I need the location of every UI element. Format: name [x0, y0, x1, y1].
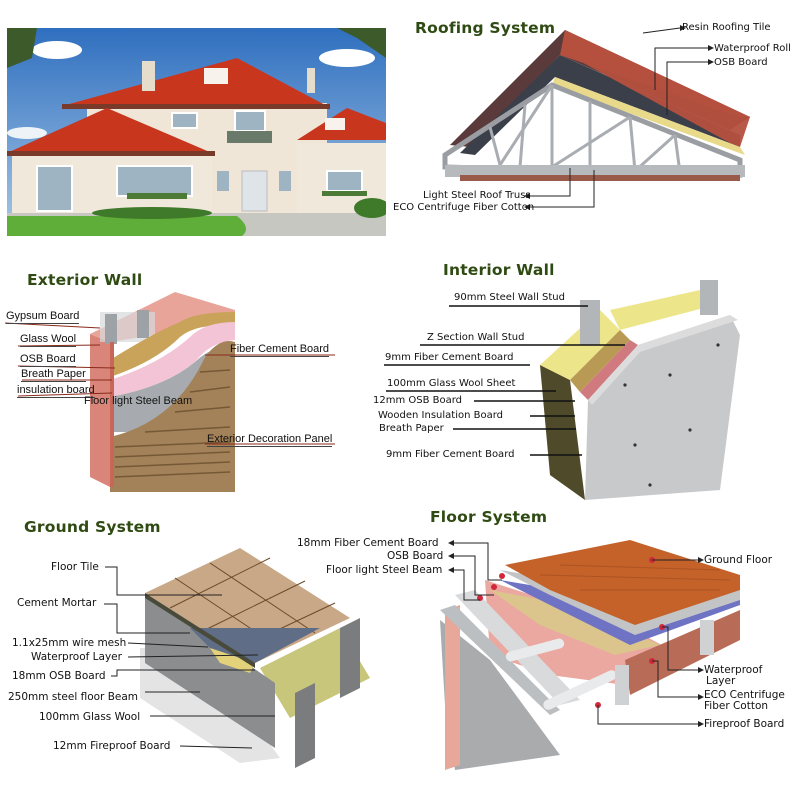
interior-label-9mm-fiber-cement-board-bottom: 9mm Fiber Cement Board: [386, 449, 515, 460]
floor-label-layer: Layer: [706, 675, 736, 687]
ground-label-18mm-osb-board: 18mm OSB Board: [12, 670, 106, 682]
roofing-label-osb-board: OSB Board: [714, 57, 768, 68]
interior-label-100mm-glass-wool-sheet: 100mm Glass Wool Sheet: [387, 378, 516, 389]
ground-label-cement-mortar: Cement Mortar: [17, 597, 97, 609]
exterior-wall-illustration: [90, 292, 235, 492]
exterior-label-osb-board: OSB Board: [20, 353, 76, 367]
interior-label-9mm-fiber-cement-board-top: 9mm Fiber Cement Board: [385, 352, 514, 363]
exterior-label-insulation-board: insulation board: [17, 384, 95, 398]
house-illustration: [7, 28, 386, 236]
exterior-label-fiber-cement-board: Fiber Cement Board: [230, 343, 330, 357]
ground-label-250mm-steel-floor-beam: 250mm steel floor Beam: [8, 691, 139, 703]
roofing-system-title: Roofing System: [415, 19, 556, 37]
floor-label-fireproof-board: Fireproof Board: [704, 718, 785, 730]
ground-label-wire-mesh: 1.1x25mm wire mesh: [12, 637, 127, 649]
exterior-label-glass-wool: Glass Wool: [20, 333, 77, 347]
roofing-label-waterproof-roll: Waterproof Roll: [714, 43, 791, 54]
roofing-label-resin-roofing-tile: Resin Roofing Tile: [682, 22, 771, 33]
exterior-wall-title: Exterior Wall: [27, 271, 143, 289]
interior-wall-leader-lines: [384, 305, 625, 456]
floor-label-osb-board: OSB Board: [387, 550, 444, 562]
ground-system-title: Ground System: [24, 518, 161, 536]
interior-label-z-section-wall-stud: Z Section Wall Stud: [427, 332, 525, 343]
roofing-label-light-steel-roof-truss: Light Steel Roof Truss: [423, 190, 531, 201]
floor-label-18mm-fiber-cement-board: 18mm Fiber Cement Board: [297, 537, 439, 549]
ground-label-100mm-glass-wool: 100mm Glass Wool: [39, 711, 141, 723]
exterior-label-floor-light-steel-beam: Floor light Steel Beam: [84, 395, 193, 407]
floor-label-floor-light-steel-beam: Floor light Steel Beam: [326, 564, 443, 576]
floor-label-eco-centrifuge: ECO Centrifuge: [704, 689, 785, 701]
floor-system-title: Floor System: [430, 508, 548, 526]
floor-label-ground-floor: Ground Floor: [704, 554, 773, 566]
house-photo: [7, 28, 386, 236]
interior-label-12mm-osb-board: 12mm OSB Board: [373, 395, 463, 406]
roofing-leader-lines: [524, 25, 714, 210]
interior-label-wooden-insulation-board: Wooden Insulation Board: [378, 410, 504, 421]
roofing-label-eco-centrifuge-fiber-cotton: ECO Centrifuge Fiber Cotton: [393, 202, 535, 213]
interior-label-breath-paper: Breath Paper: [379, 423, 444, 434]
exterior-label-gypsum-board: Gypsum Board: [6, 310, 80, 324]
floor-label-fiber-cotton: Fiber Cotton: [704, 700, 769, 712]
ground-label-waterproof-layer: Waterproof Layer: [31, 651, 122, 663]
exterior-label-breath-paper: Breath Paper: [21, 368, 86, 382]
floor-label-waterproof: Waterproof: [704, 664, 763, 676]
interior-wall-title: Interior Wall: [443, 261, 555, 279]
ground-system-leader-lines: [104, 566, 275, 749]
ground-label-floor-tile: Floor Tile: [51, 561, 99, 573]
interior-label-90mm-steel-wall-stud: 90mm Steel Wall Stud: [454, 292, 565, 303]
exterior-label-exterior-decoration-panel: Exterior Decoration Panel: [207, 433, 333, 447]
floor-system-illustration: [440, 540, 740, 770]
ground-label-12mm-fireproof-board: 12mm Fireproof Board: [53, 740, 171, 752]
